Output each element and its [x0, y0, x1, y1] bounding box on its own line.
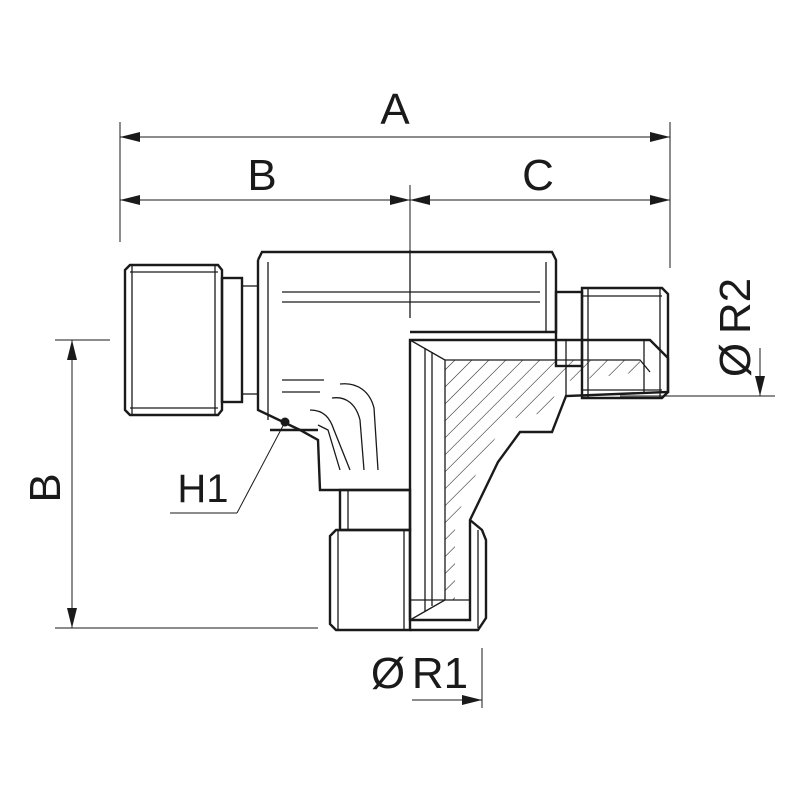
- dimension-lines: [55, 122, 775, 708]
- dimension-r1-label: Ø R1: [371, 649, 468, 698]
- r2-value: R2: [711, 278, 760, 334]
- dimension-b-label: B: [247, 151, 276, 200]
- dimension-r2-label: Ø R2: [711, 278, 760, 377]
- h1-label: H1: [177, 467, 228, 511]
- left-thread-end: [123, 263, 258, 417]
- dimension-b-vertical-label: B: [21, 473, 70, 502]
- right-thread-end: [554, 286, 670, 400]
- r1-diameter-symbol: Ø: [371, 649, 405, 698]
- r1-value: R1: [412, 649, 468, 698]
- dimension-a-label: A: [380, 85, 410, 134]
- h1-seal-dot: [280, 417, 290, 427]
- dimension-c-label: C: [522, 151, 554, 200]
- r2-diameter-symbol: Ø: [711, 343, 760, 377]
- tee-body: [256, 250, 558, 492]
- cut-section: [408, 338, 670, 622]
- bottom-thread-end: [328, 488, 488, 632]
